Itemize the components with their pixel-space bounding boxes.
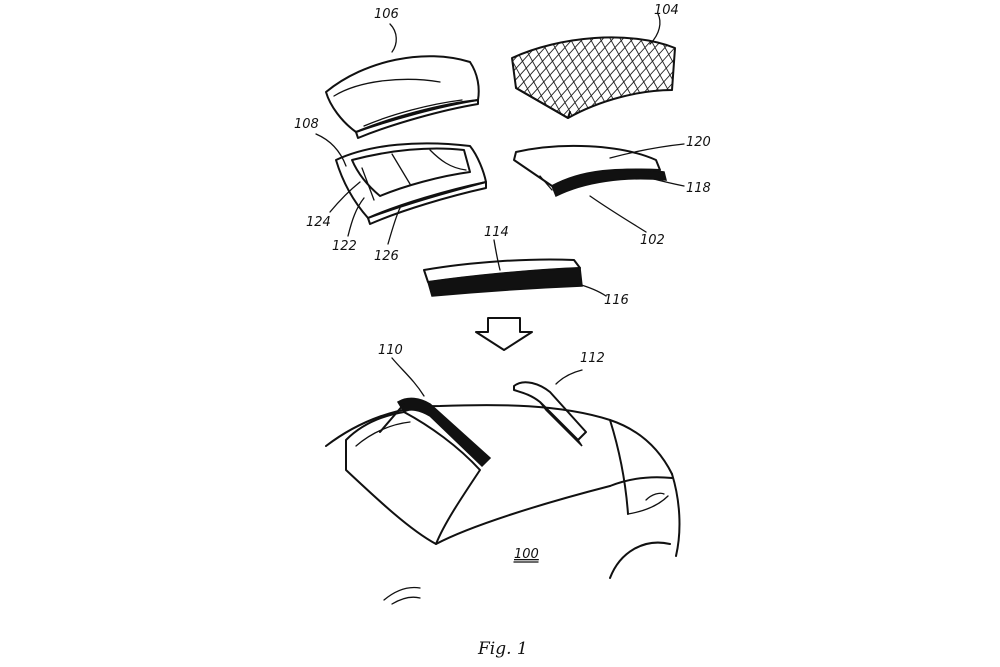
figure-caption: Fig. 1 (477, 639, 528, 659)
label-108: 108 (294, 117, 319, 132)
label-116: 116 (604, 293, 629, 308)
mesh-hatch-line (680, 20, 780, 130)
mesh-hatch-line (700, 20, 800, 130)
mesh-hatch-line (669, 37, 675, 118)
mesh-hatch-line (649, 37, 675, 118)
label-110: 110 (378, 343, 403, 358)
mesh-hatch-line (690, 20, 750, 130)
label-118: 118 (686, 181, 711, 196)
label-102: 102 (640, 233, 665, 248)
mesh-hatch-line (512, 37, 541, 118)
mesh-hatch-line (430, 20, 490, 130)
mesh-hatch-line (390, 20, 490, 130)
label-112: 112 (580, 351, 605, 366)
label-104: 104 (654, 3, 679, 18)
label-106: 106 (374, 7, 399, 22)
label-124: 124 (306, 215, 331, 230)
vehicle-100: 110 112 100 (325, 343, 681, 605)
mesh-hatch-line (512, 37, 551, 118)
rail-part-114: 114 116 (423, 225, 629, 308)
mesh-hatch-line (609, 37, 675, 118)
frame-assembly-108: 108 124 122 126 (294, 117, 487, 264)
glass-panel-106: 106 (325, 7, 480, 139)
mesh-hatch-line (512, 37, 571, 118)
mesh-hatch-line (579, 37, 675, 118)
mesh-hatch-line (410, 20, 510, 130)
mesh-hatch-line (639, 37, 675, 118)
label-100: 100 (514, 547, 539, 562)
mesh-hatch-line (420, 20, 480, 130)
label-126: 126 (374, 249, 399, 264)
mesh-hatch-line (440, 20, 500, 130)
label-114: 114 (484, 225, 509, 240)
label-122: 122 (332, 239, 357, 254)
mesh-hatch-line (450, 20, 510, 130)
mesh-hatch-line (549, 37, 651, 118)
mesh-hatch-line (659, 37, 675, 118)
mesh-hatch-line (659, 37, 675, 118)
mesh-hatch-line (512, 37, 521, 118)
mesh-hatch-line (690, 20, 790, 130)
mesh-hatch-line (512, 37, 561, 118)
mesh-hatch-line (619, 37, 675, 118)
mesh-hatch-line (680, 20, 740, 130)
label-120: 120 (686, 135, 711, 150)
mesh-hatch-line (669, 37, 675, 118)
mesh-hatch-line (649, 37, 675, 118)
mesh-hatch-line (512, 37, 531, 118)
mesh-hatch-line (629, 37, 675, 118)
mesh-hatch-line (512, 37, 541, 118)
assembly-arrow-icon (475, 317, 533, 351)
mesh-hatch-line (539, 37, 641, 118)
cover-part-102: 120 118 102 (513, 135, 711, 248)
